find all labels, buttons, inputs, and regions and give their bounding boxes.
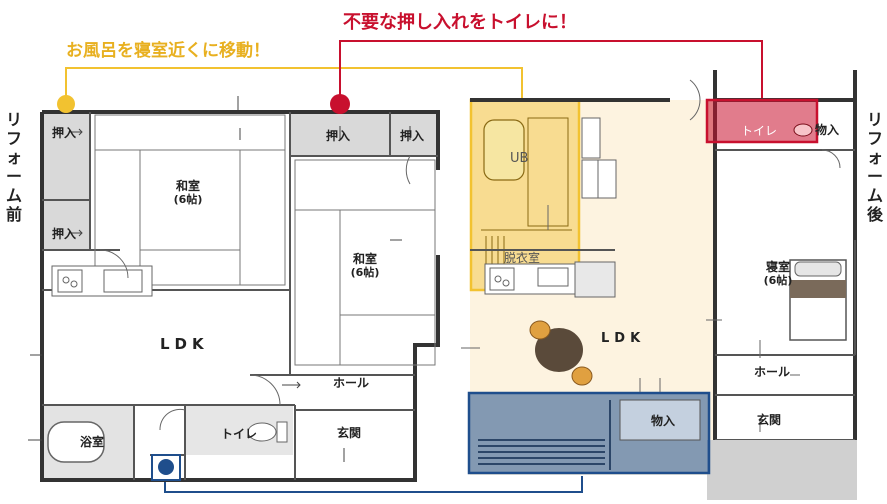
blue-marker (158, 459, 174, 475)
before-closet-left-bottom: 押入 (52, 227, 77, 241)
before-washitsu-left: 和室 (6帖) (173, 179, 203, 207)
after-entrance-label: 玄関 (757, 413, 782, 427)
label-after-renovation: リフォーム後 (866, 110, 883, 224)
after-storage-top-label: 物入 (815, 123, 840, 137)
before-closet-top-right: 押入 (400, 129, 425, 143)
after-ldk-label: LDK (601, 331, 646, 346)
after-dressing-label: 脱衣室 (504, 251, 541, 265)
before-bath-label: 浴室 (80, 435, 105, 449)
after-ub-label: UB (510, 151, 529, 166)
yellow-connector (65, 67, 523, 100)
label-before-renovation: リフォーム前 (5, 110, 22, 224)
before-ldk-label: LDK (160, 335, 209, 353)
after-toilet-label: トイレ (741, 124, 778, 138)
yellow-marker (57, 95, 75, 113)
after-bedroom-label: 寝室 (6帖) (763, 260, 793, 288)
before-closet-top-middle: 押入 (326, 129, 351, 143)
before-closet-left-top: 押入 (52, 126, 77, 140)
caption-move-bath: お風呂を寝室近くに移動！ (66, 41, 270, 61)
before-entrance-label: 玄関 (337, 426, 362, 440)
before-floor-plan (28, 96, 440, 482)
after-storage-bottom-label: 物入 (651, 414, 676, 428)
caption-closet-to-toilet: 不要な押し入れをトイレに！ (343, 12, 577, 33)
red-marker (330, 94, 350, 114)
before-washitsu-right: 和室 (6帖) (350, 252, 380, 280)
before-hall-label: ホール (333, 376, 370, 390)
after-hall-label: ホール (754, 365, 791, 379)
after-floor-plan (461, 70, 857, 500)
before-toilet-label: トイレ (221, 427, 258, 441)
red-connector (339, 40, 763, 100)
